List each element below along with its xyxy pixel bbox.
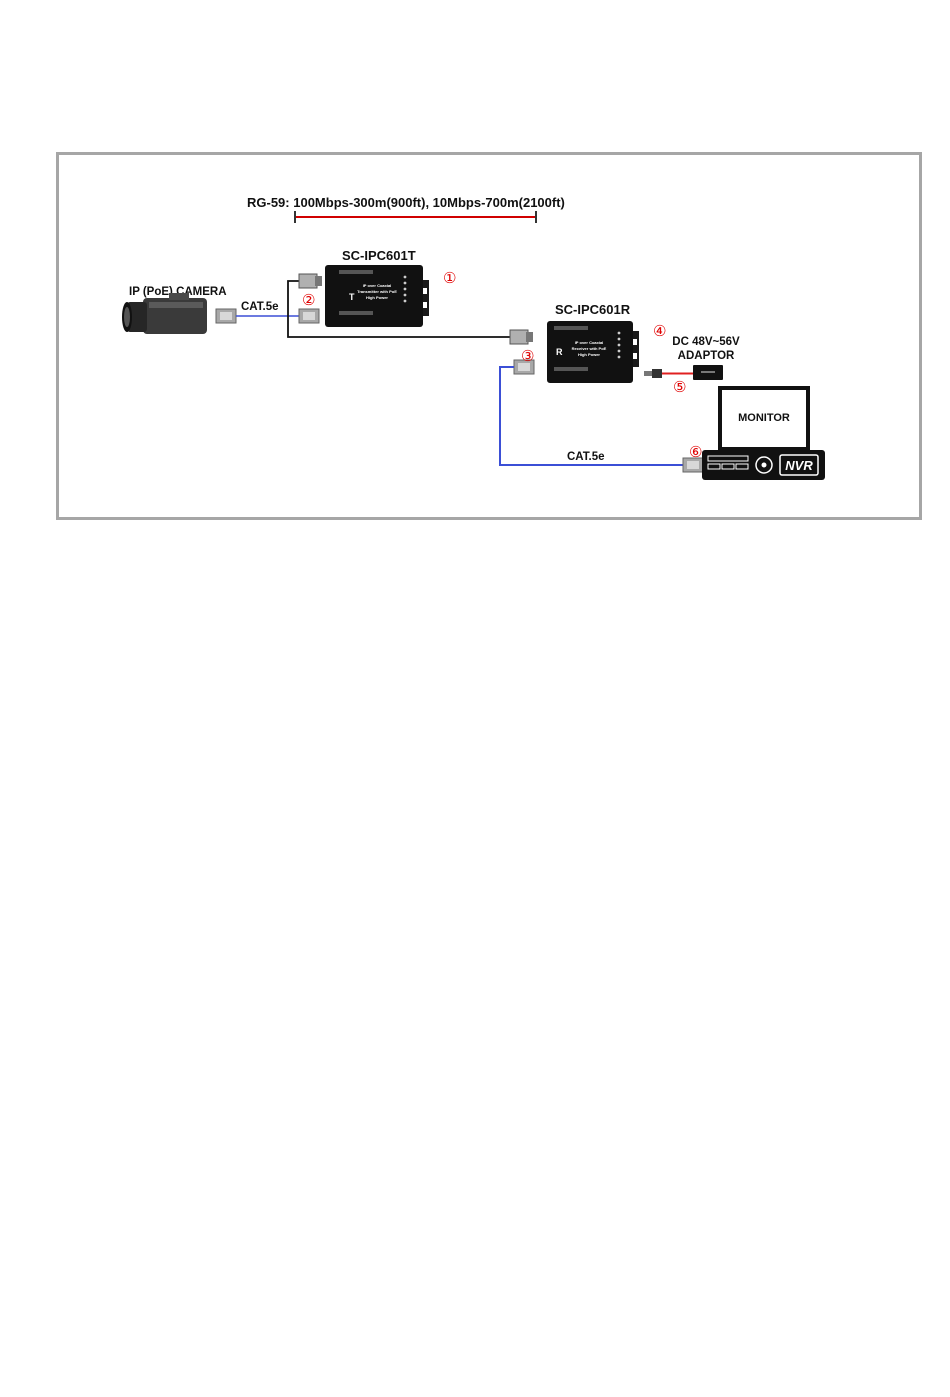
- range-label: RG-59: 100Mbps-300m(900ft), 10Mbps-700m(…: [247, 195, 565, 210]
- marker-4: ④: [653, 322, 666, 340]
- receiver-face-line2: Receiver with PoE: [572, 346, 607, 351]
- receiver-face-line1: IP over Coaxial: [575, 340, 604, 345]
- range-line: [295, 211, 536, 223]
- rj45-plug-camera: [216, 309, 236, 323]
- connection-diagram: RG-59: 100Mbps-300m(900ft), 10Mbps-700m(…: [59, 155, 919, 517]
- transmitter-letter: T: [349, 292, 355, 302]
- receiver-letter: R: [556, 347, 563, 357]
- transmitter-face-line2: Transmitter with PoE: [357, 289, 397, 294]
- ip-camera: [122, 293, 207, 334]
- cable-left-label: CAT.5e: [241, 301, 279, 313]
- marker-2: ②: [302, 291, 315, 309]
- rj45-plug-transmitter: [299, 309, 319, 323]
- monitor-label: MONITOR: [738, 412, 790, 424]
- cable-bottom-label: CAT.5e: [567, 451, 605, 463]
- bnc-connector-receiver: [510, 330, 533, 344]
- transmitter-face-line1: IP over Coaxial: [363, 283, 392, 288]
- bnc-connector-transmitter: [299, 274, 322, 288]
- receiver-model: SC-IPC601R: [555, 302, 631, 317]
- adaptor-label-line2: ADAPTOR: [678, 350, 735, 362]
- transmitter-model: SC-IPC601T: [342, 248, 416, 263]
- marker-3: ③: [521, 347, 534, 365]
- marker-5: ⑤: [673, 378, 686, 396]
- adaptor-label-line1: DC 48V~56V: [672, 336, 740, 348]
- receiver-face-line3: High Power: [578, 352, 600, 357]
- marker-6: ⑥: [689, 443, 702, 461]
- transmitter-face-line3: High Power: [366, 295, 388, 300]
- nvr-label: NVR: [785, 458, 813, 473]
- marker-1: ①: [443, 269, 456, 287]
- diagram-frame: RG-59: 100Mbps-300m(900ft), 10Mbps-700m(…: [56, 152, 922, 520]
